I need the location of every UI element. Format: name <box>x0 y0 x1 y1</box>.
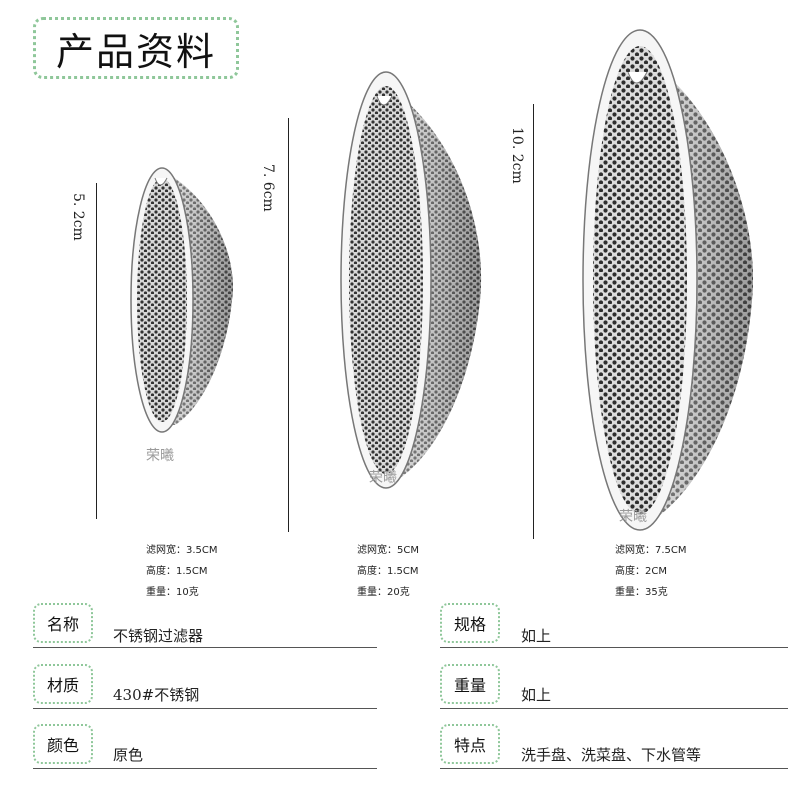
info-row-color: 颜色 原色 <box>33 724 377 770</box>
info-label-material: 材质 <box>33 664 93 704</box>
info-value-weight: 如上 <box>521 686 552 704</box>
info-value-spec: 如上 <box>521 627 552 645</box>
info-row-material: 材质 430#不锈钢 <box>33 664 377 710</box>
watermark-large: 荣曦 <box>619 509 647 525</box>
info-value-color: 原色 <box>113 746 144 764</box>
info-label-name: 名称 <box>33 603 93 643</box>
divider <box>33 708 377 709</box>
spec-height: 高度：1.5CM <box>146 566 208 577</box>
title-box: 产品资料 <box>33 17 239 79</box>
spec-width: 滤网宽：7.5CM <box>615 545 687 556</box>
dimension-label-medium: 7. 6cm <box>260 164 276 212</box>
info-row-weight: 重量 如上 <box>440 664 788 710</box>
spec-weight: 重量：20克 <box>357 587 410 598</box>
dimension-label-large: 10. 2cm <box>509 127 525 184</box>
spec-width: 滤网宽：3.5CM <box>146 545 218 556</box>
dimension-line-small <box>96 183 97 519</box>
strainer-image-large <box>582 29 754 531</box>
dimension-line-medium <box>288 118 289 532</box>
info-value-material: 430#不锈钢 <box>113 686 200 704</box>
info-row-features: 特点 洗手盘、洗菜盘、下水管等 <box>440 724 788 770</box>
page-title: 产品资料 <box>55 29 216 74</box>
divider <box>440 768 788 769</box>
strainer-image-small <box>130 167 233 433</box>
divider <box>33 768 377 769</box>
info-value-name: 不锈钢过滤器 <box>113 627 204 645</box>
divider <box>33 647 377 648</box>
spec-weight: 重量：10克 <box>146 587 199 598</box>
info-value-features: 洗手盘、洗菜盘、下水管等 <box>521 746 702 764</box>
spec-block-medium: 滤网宽：5CM 高度：1.5CM 重量：20克 <box>357 540 419 603</box>
spec-block-small: 滤网宽：3.5CM 高度：1.5CM 重量：10克 <box>146 540 218 603</box>
watermark-small: 荣曦 <box>146 448 174 464</box>
info-label-weight: 重量 <box>440 664 500 704</box>
info-label-color: 颜色 <box>33 724 93 764</box>
info-row-name: 名称 不锈钢过滤器 <box>33 603 377 649</box>
spec-weight: 重量：35克 <box>615 587 668 598</box>
dimension-line-large <box>533 104 534 539</box>
divider <box>440 708 788 709</box>
strainer-image-medium <box>340 71 482 489</box>
spec-height: 高度：1.5CM <box>357 566 419 577</box>
dimension-label-small: 5. 2cm <box>70 193 86 241</box>
spec-width: 滤网宽：5CM <box>357 545 419 556</box>
spec-height: 高度：2CM <box>615 566 667 577</box>
info-row-spec: 规格 如上 <box>440 603 788 649</box>
watermark-medium: 荣曦 <box>369 470 397 486</box>
spec-block-large: 滤网宽：7.5CM 高度：2CM 重量：35克 <box>615 540 687 603</box>
divider <box>440 647 788 648</box>
info-label-features: 特点 <box>440 724 500 764</box>
info-label-spec: 规格 <box>440 603 500 643</box>
